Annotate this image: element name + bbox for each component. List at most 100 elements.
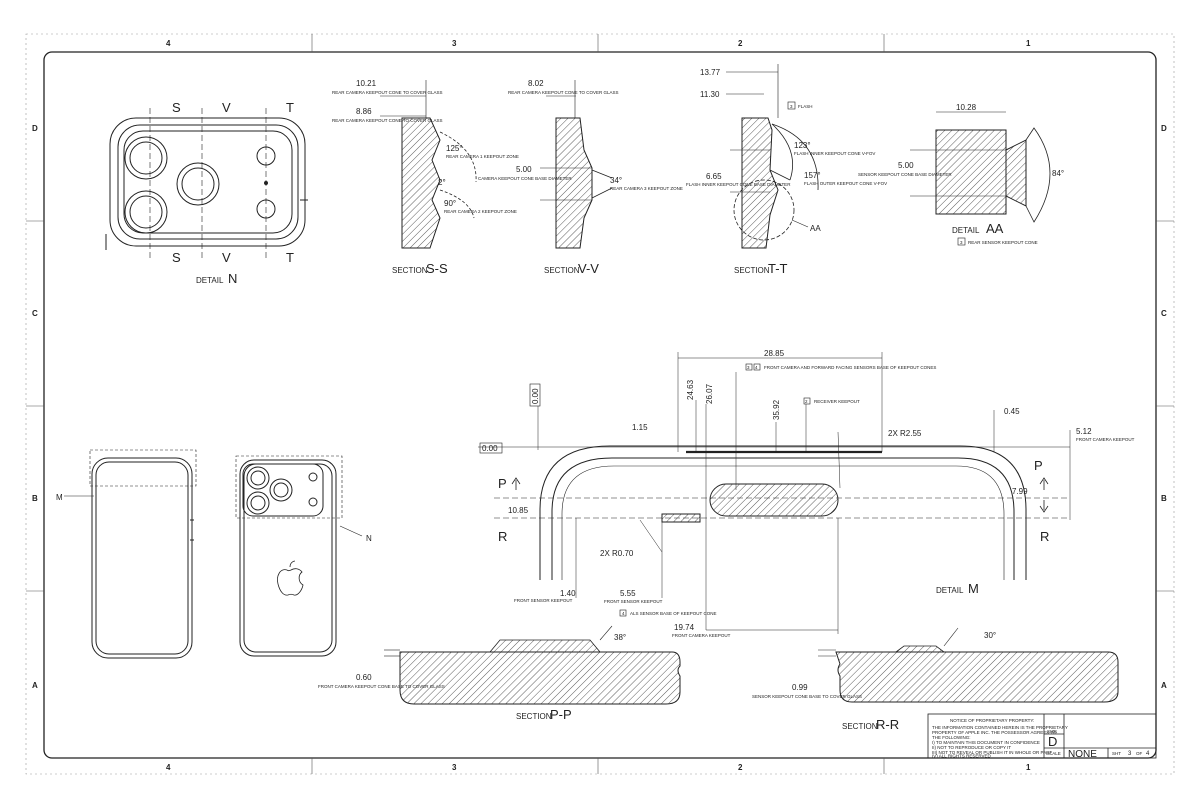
detail-m-1974-note: FRONT CAMERA KEEPOUT (672, 633, 731, 638)
phone-front-view (64, 449, 197, 659)
title-block-size-label: SIZE (1047, 729, 1057, 734)
section-ss-d2: 8.86 (356, 107, 372, 116)
section-ss-a2-note: REAR CAMERA 2 KEEPOUT ZONE (444, 209, 517, 214)
detail-aa-a1: 84° (1052, 169, 1064, 178)
title-block-scale-label: SCALE (1046, 751, 1061, 756)
detail-m-3592: 35.92 (772, 399, 781, 420)
section-tt-flash-num: 3 (790, 104, 793, 109)
section-ss-r: 2° (438, 178, 446, 187)
detail-n-title: DETAIL (196, 276, 224, 285)
detail-m-title: DETAIL (936, 586, 964, 595)
section-pp-letter: P-P (550, 707, 572, 722)
detail-m-letter: M (968, 581, 979, 596)
detail-aa-note: REAR SENSOR KEEPOUT CONE (968, 240, 1038, 245)
zone-right-b: B (1161, 494, 1167, 503)
title-block-sheet-label: SHT (1112, 751, 1121, 756)
section-tt-view (726, 64, 819, 249)
section-pp-title: SECTION (516, 712, 552, 721)
section-tt-a2-note: FLASH OUTER KEEPOUT CONE V-FOV (804, 181, 887, 186)
section-vv-a1: 34° (610, 176, 622, 185)
section-tt-letter: T-T (768, 261, 788, 276)
section-pp-d1-note: FRONT CAMERA KEEPOUT CONE BASE TO COVER … (318, 684, 445, 689)
title-block-notice-line-1: THE INFORMATION CONTAINED HEREIN IS THE … (932, 725, 1068, 730)
title-block-notice-line-4: I) TO MAINTAIN THIS DOCUMENT IN CONFIDEN… (932, 740, 1040, 745)
detail-m-000-horizontal: 0.00 (482, 444, 498, 453)
section-rr-letter: R-R (876, 717, 899, 732)
section-pp-d1: 0.60 (356, 673, 372, 682)
detail-m-512: 5.12 (1076, 427, 1092, 436)
section-ss-d1: 10.21 (356, 79, 377, 88)
title-block-sheet: 3 (1128, 751, 1132, 757)
section-rr-d1-note: SENSOR KEEPOUT CONE BASE TO COVER GLASS (752, 694, 862, 699)
zone-ticks (26, 34, 1174, 774)
zone-top-2: 2 (738, 39, 743, 48)
phone-back-n: N (366, 534, 372, 543)
detail-m-1974: 19.74 (674, 623, 695, 632)
section-vv-d1-note: REAR CAMERA KEEPOUT CONE TO COVER GLASS (508, 90, 619, 95)
detail-n-v-top: V (222, 100, 231, 115)
zone-top-1: 1 (1026, 39, 1031, 48)
detail-m-p-right: P (1034, 458, 1043, 473)
detail-m-r255: 2X R2.55 (888, 429, 922, 438)
section-tt-flash: FLASH (798, 104, 813, 109)
section-ss-letter: S-S (426, 261, 448, 276)
section-ss-d1-note: REAR CAMERA KEEPOUT CONE TO COVER GLASS (332, 90, 443, 95)
section-ss-a1-note: REAR CAMERA 1 KEEPOUT ZONE (446, 154, 519, 159)
detail-m-2463: 24.63 (686, 379, 695, 400)
section-tt-a1: 123° (794, 141, 811, 150)
section-vv-letter: V-V (578, 261, 599, 276)
detail-m-p-left: P (498, 476, 507, 491)
detail-m-140-note: FRONT SENSOR KEEPOUT (514, 598, 573, 603)
detail-aa-view (910, 111, 1051, 246)
detail-aa-note-num: 3 (960, 240, 963, 245)
section-pp-view (384, 625, 681, 705)
title-block-frame (927, 713, 1157, 759)
title-block-size: D (1048, 734, 1057, 749)
section-rr-a1: 30° (984, 631, 996, 640)
zone-top-3: 3 (452, 39, 457, 48)
detail-n-t-bottom: T (286, 250, 294, 265)
phone-front-m: M (56, 493, 63, 502)
detail-m-als-note: ALS SENSOR BASE OF KEEPOUT CONE (630, 611, 716, 616)
zone-right-a: A (1161, 681, 1167, 690)
detail-n-s-top: S (172, 100, 181, 115)
detail-m-r070: 2X R0.70 (600, 549, 634, 558)
section-ss-a2: 90° (444, 199, 456, 208)
section-pp-a1: 38° (614, 633, 626, 642)
detail-aa-title: DETAIL (952, 226, 980, 235)
detail-m-recv-num: 2 (805, 399, 808, 404)
title-block-notice-title: NOTICE OF PROPRIETARY PROPERTY: (950, 718, 1034, 723)
title-block-notice-line-5: II) NOT TO REPRODUCE OR COPY IT (932, 745, 1011, 750)
detail-n-s-bottom: S (172, 250, 181, 265)
section-tt-d3: 6.65 (706, 172, 722, 181)
title-block-notice-line-6: III) NOT TO REVEAL OR PUBLISH IT IN WHOL… (932, 750, 1052, 755)
section-tt-d1: 13.77 (700, 68, 721, 77)
detail-m-recv-note: RECEIVER KEEPOUT (814, 399, 860, 404)
section-vv-title: SECTION (544, 266, 580, 275)
detail-m-1085: 10.85 (508, 506, 529, 515)
title-block-notice-line-3: THE FOLLOWING: (932, 735, 971, 740)
section-tt-title: SECTION (734, 266, 770, 275)
zone-left-a: A (32, 681, 38, 690)
detail-m-front-note: FRONT CAMERA AND FORWARD FACING SENSORS … (764, 365, 936, 370)
zone-bottom-2: 2 (738, 763, 743, 772)
detail-n-v-bottom: V (222, 250, 231, 265)
zone-bottom-3: 3 (452, 763, 457, 772)
section-ss-view (380, 80, 477, 249)
title-block-sheets: 4 (1146, 751, 1150, 757)
section-rr-view (818, 627, 1119, 703)
section-tt-aa: AA (810, 224, 821, 233)
zone-labels: 4 3 2 1 4 3 2 1 D C B A D C B A (32, 39, 1167, 772)
section-tt-d3-note: FLASH INNER KEEPOUT CONE BASE DIAMETER (686, 182, 791, 187)
detail-m-045: 0.45 (1004, 407, 1020, 416)
detail-m-front-note-num2: 4 (755, 365, 758, 370)
detail-m-r-right: R (1040, 529, 1049, 544)
section-ss-d2-note: REAR CAMERA KEEPOUT CONE TO COVER GLASS (332, 118, 443, 123)
section-vv-a1-note: REAR CAMERA 3 KEEPOUT ZONE (610, 186, 683, 191)
section-vv-d2: 5.00 (516, 165, 532, 174)
title-block-of-label: OF (1136, 751, 1143, 756)
detail-n-t-top: T (286, 100, 294, 115)
detail-m-r-left: R (498, 529, 507, 544)
detail-m-2885: 28.85 (764, 349, 785, 358)
